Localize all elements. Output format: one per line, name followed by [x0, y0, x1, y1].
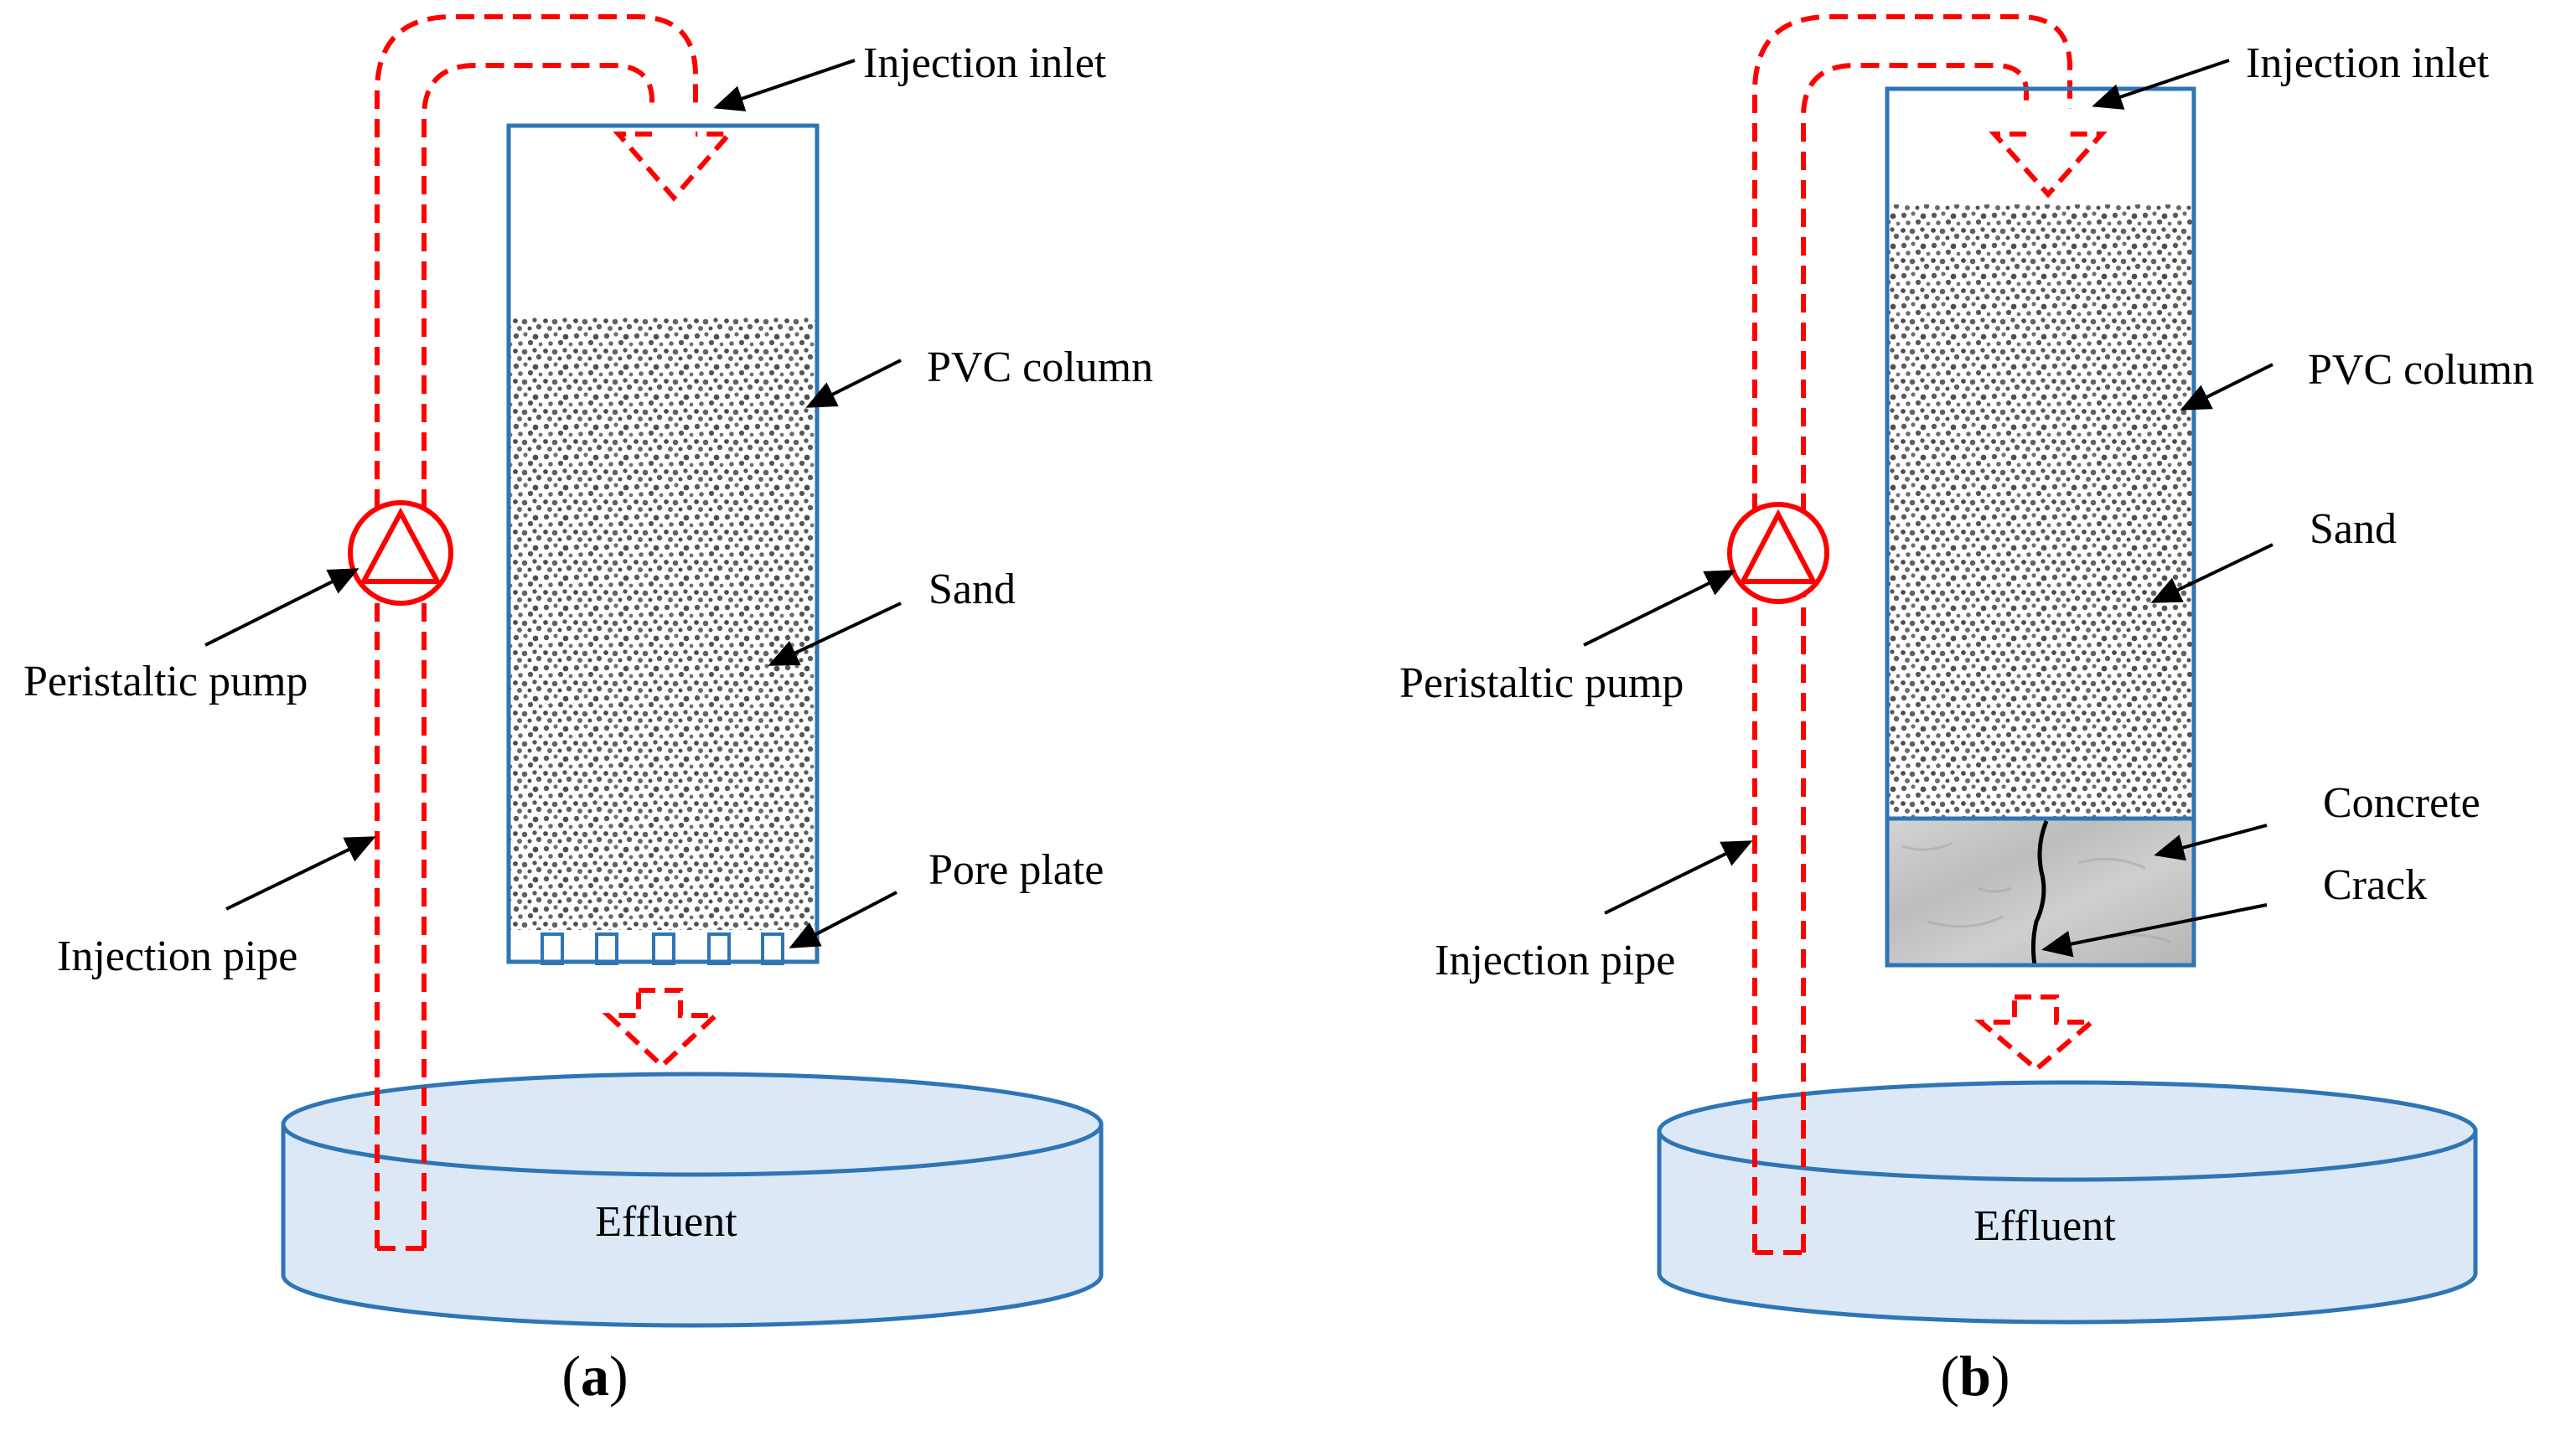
outflow-arrow-a	[602, 988, 722, 1070]
inflow-arrow-b	[1989, 132, 2108, 199]
label-pvc-column-b: PVC column	[2308, 346, 2534, 394]
sand-fill-b	[1887, 204, 2194, 819]
caption-letter-a: a	[581, 1344, 609, 1408]
leader-injection-pipe-a	[225, 836, 376, 911]
panel-a: Injection inlet PVC column Sand Peristal…	[23, 14, 1153, 1408]
injection-pipe-b	[1752, 14, 2072, 1255]
leader-pvc-column-a	[805, 359, 902, 408]
caption-open-a: (	[561, 1344, 581, 1408]
panel-b: Injection inlet PVC column Sand Peristal…	[1399, 14, 2534, 1408]
label-pore-plate-a: Pore plate	[928, 846, 1104, 894]
label-injection-pipe-b: Injection pipe	[1435, 937, 1675, 984]
concrete-texture-b	[1901, 841, 2171, 943]
pvc-column-b	[1885, 86, 2196, 968]
pvc-column-a	[506, 123, 820, 965]
outflow-arrow-b	[1973, 994, 2099, 1072]
caption-close-b: )	[1991, 1344, 2010, 1408]
caption-letter-b: b	[1959, 1344, 1991, 1408]
inflow-arrow-a	[613, 132, 735, 202]
effluent-tank-b	[1657, 1080, 2478, 1325]
leader-injection-inlet-a	[713, 59, 856, 111]
label-sand-a: Sand	[928, 566, 1016, 613]
label-effluent-a: Effluent	[595, 1198, 737, 1246]
leader-pore-plate-a	[789, 891, 897, 948]
caption-close-a: )	[609, 1344, 628, 1408]
leader-injection-pipe-b	[1604, 840, 1753, 915]
peristaltic-pump-icon	[348, 500, 453, 606]
label-sand-b: Sand	[2310, 505, 2397, 553]
caption-b: (b)	[1940, 1344, 2010, 1408]
label-injection-inlet-a: Injection inlet	[863, 39, 1107, 87]
effluent-tank-a	[281, 1072, 1104, 1328]
crack-line-b	[2030, 820, 2049, 966]
caption-a: (a)	[561, 1344, 628, 1408]
label-injection-pipe-a: Injection pipe	[57, 932, 297, 980]
caption-open-b: (	[1940, 1344, 1959, 1408]
leader-injection-inlet-b	[2092, 59, 2230, 110]
label-peristaltic-pump-a: Peristaltic pump	[23, 658, 308, 705]
label-injection-inlet-b: Injection inlet	[2246, 39, 2490, 87]
leader-peristaltic-pump-b	[1583, 570, 1736, 647]
leader-concrete-b	[2154, 824, 2268, 861]
label-concrete-b: Concrete	[2323, 779, 2480, 827]
label-crack-b: Crack	[2323, 861, 2427, 909]
leader-sand-a	[768, 602, 902, 666]
label-peristaltic-pump-b: Peristaltic pump	[1399, 659, 1684, 707]
peristaltic-pump-icon	[1727, 502, 1829, 604]
sand-fill-a	[509, 317, 817, 937]
label-effluent-b: Effluent	[1973, 1202, 2116, 1250]
leader-pvc-column-b	[2180, 363, 2273, 411]
leader-peristaltic-pump-a	[204, 568, 360, 647]
leader-crack-b	[2041, 903, 2268, 958]
label-pvc-column-a: PVC column	[927, 344, 1153, 391]
leader-sand-b	[2150, 543, 2273, 603]
injection-pipe-a	[375, 14, 698, 1251]
